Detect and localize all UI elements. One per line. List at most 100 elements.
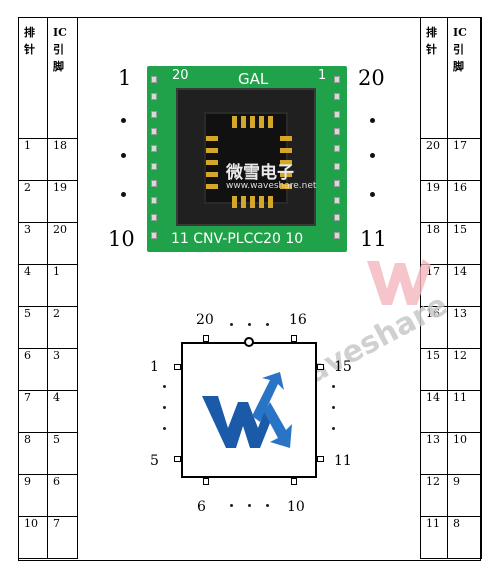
header-pin [334, 162, 340, 170]
watermark-logo-icon [367, 259, 431, 305]
header-pin-cell: 8 [18, 432, 48, 475]
ic-pin-cell: 10 [447, 432, 482, 475]
header-pin [334, 76, 340, 83]
board-silk-20: 20 [172, 68, 189, 83]
header-pin [334, 145, 340, 153]
ic-pin-cell: 8 [447, 516, 482, 559]
header-pin [151, 110, 157, 118]
chip-pin-label-10: 10 [287, 499, 305, 515]
ellipsis-dot [248, 504, 251, 507]
ic-pin-cell: 2 [47, 306, 78, 349]
chip-pin-label-11: 11 [334, 453, 352, 469]
ellipsis-dot [163, 385, 166, 388]
ellipsis-dot [370, 153, 375, 158]
ellipsis-dot [266, 504, 269, 507]
board-number-bottom-left: 10 [108, 227, 135, 251]
header-pin [334, 214, 340, 222]
ic-pin-cell: 15 [447, 222, 482, 265]
header-pin [151, 197, 157, 205]
board-number-top-right: 20 [358, 66, 385, 90]
header-pin [151, 214, 157, 222]
header-pin-cell: 10 [18, 516, 48, 559]
header-pin-cell: 5 [18, 306, 48, 349]
header-pin [334, 197, 340, 205]
header-pin-cell: 6 [18, 348, 48, 391]
ellipsis-dot [121, 118, 126, 123]
socket-contact [268, 196, 273, 208]
chip-lead [174, 364, 181, 370]
ic-pin-cell: 13 [447, 306, 482, 349]
header-pin [151, 93, 157, 101]
header-pin-header: 排针 [420, 17, 448, 139]
socket-contact [206, 160, 218, 165]
socket-contact [280, 184, 292, 189]
socket-contact [232, 116, 237, 128]
ic-pin-cell: 14 [447, 264, 482, 307]
header-pin-header: 排针 [18, 17, 48, 139]
ic-pin-cell: 11 [447, 390, 482, 433]
header-pin-cell: 4 [18, 264, 48, 307]
ellipsis-dot [121, 192, 126, 197]
ic-pin-cell: 12 [447, 348, 482, 391]
socket-contact [241, 196, 246, 208]
socket-contact [259, 116, 264, 128]
header-pin [151, 145, 157, 153]
socket-contact [206, 184, 218, 189]
ellipsis-dot [248, 323, 251, 326]
header-pin [151, 179, 157, 187]
ellipsis-dot [332, 385, 335, 388]
chip-lead [174, 456, 181, 462]
socket-contact [206, 136, 218, 141]
socket-cavity [204, 112, 288, 204]
header-pin [151, 127, 157, 135]
chip-lead [291, 335, 297, 342]
header-pin [151, 162, 157, 170]
chip-pin-label-6: 6 [197, 499, 206, 515]
board-label-gal: GAL [238, 70, 269, 88]
socket-contact [280, 148, 292, 153]
header-pin-cell: 12 [420, 474, 448, 517]
header-pin [334, 110, 340, 118]
socket-contact [250, 196, 255, 208]
pin1-notch [244, 337, 254, 347]
chip-pin-label-16: 16 [289, 312, 307, 328]
socket-contact [241, 116, 246, 128]
board-number-top-left: 1 [118, 66, 132, 90]
waveshare-logo-icon [202, 372, 292, 448]
socket-contact [268, 116, 273, 128]
chip-pin-label-1: 1 [150, 359, 159, 375]
ic-pin-cell: 7 [47, 516, 78, 559]
header-pin [334, 127, 340, 135]
socket-contact [250, 116, 255, 128]
chip-lead [203, 478, 209, 485]
socket-contact [259, 196, 264, 208]
socket-contact [206, 172, 218, 177]
ellipsis-dot [266, 323, 269, 326]
header-pin-cell: 20 [420, 138, 448, 181]
header-pin-cell: 16 [420, 306, 448, 349]
chip-pin-label-5: 5 [150, 453, 159, 469]
ellipsis-dot [332, 406, 335, 409]
ic-pin-cell: 18 [47, 138, 78, 181]
socket-contact [280, 136, 292, 141]
ic-pin-cell: 1 [47, 264, 78, 307]
ellipsis-dot [370, 192, 375, 197]
ic-pin-cell: 16 [447, 180, 482, 223]
socket-contact [232, 196, 237, 208]
ic-pin-cell: 4 [47, 390, 78, 433]
